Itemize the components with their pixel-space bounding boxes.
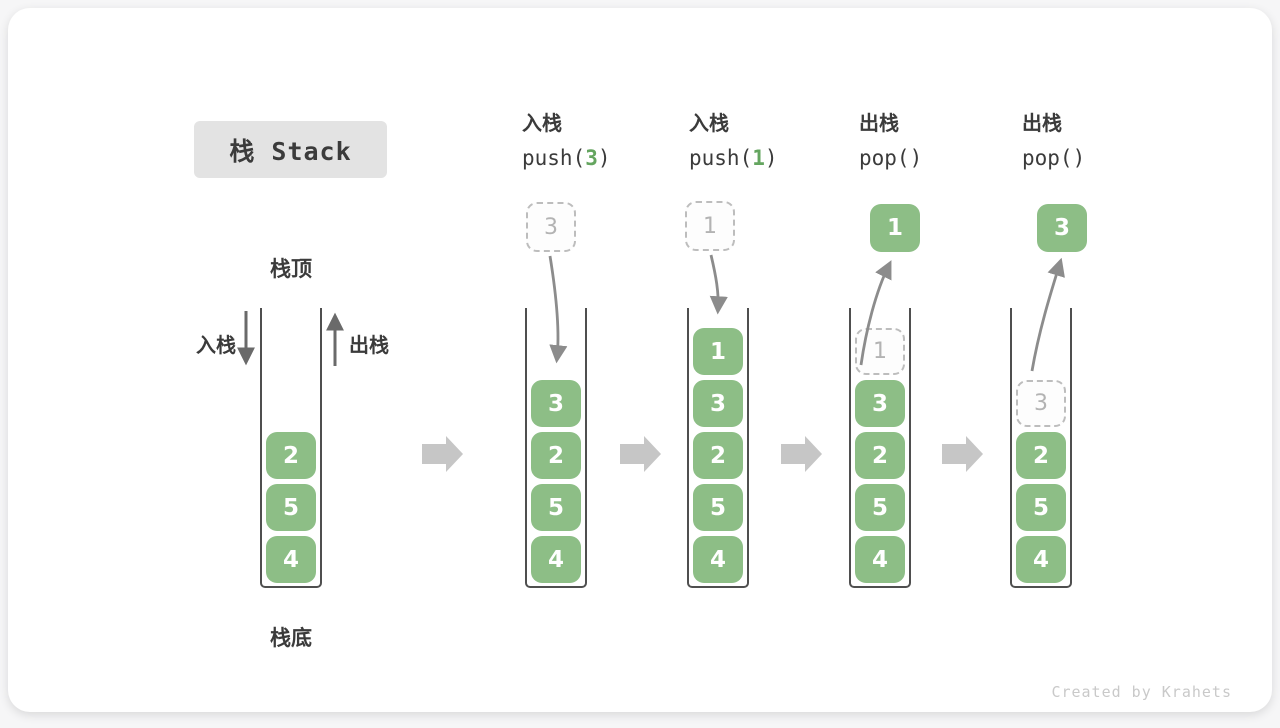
op-name: 出栈 (859, 111, 899, 135)
op-close: ) (764, 146, 778, 170)
stack-cell: 3 (531, 380, 581, 427)
stack-cell: 5 (855, 484, 905, 531)
op-code: push(1) (689, 147, 778, 170)
step-arrow-icon (781, 436, 822, 472)
stack-cell: 4 (855, 536, 905, 583)
stack-cell: 4 (266, 536, 316, 583)
pushed-value-box-1: 1 (685, 201, 735, 251)
stack-container-2: 3 2 5 4 (525, 308, 587, 588)
stack-container-3: 1 3 2 5 4 (687, 308, 749, 588)
operation-label-pop-1: 出栈 pop() (859, 112, 922, 170)
stack-container-4: 1 3 2 5 4 (849, 308, 911, 588)
arrows-overlay (237, 254, 1065, 472)
op-code: push(3) (522, 147, 611, 170)
removed-cell-ghost: 1 (855, 328, 905, 375)
stack-cell: 2 (855, 432, 905, 479)
stack-container-1: 2 5 4 (260, 308, 322, 588)
stack-cell: 4 (531, 536, 581, 583)
stack-cell: 5 (531, 484, 581, 531)
stack-cell: 2 (266, 432, 316, 479)
op-code: pop() (859, 147, 922, 170)
watermark: Created by Krahets (1051, 683, 1232, 701)
stack-cell: 5 (693, 484, 743, 531)
diagram-title: 栈 Stack (194, 121, 387, 178)
op-code: pop() (1022, 147, 1085, 170)
op-name: 出栈 (1022, 111, 1062, 135)
removed-cell-ghost: 3 (1016, 380, 1066, 427)
stack-top-label: 栈顶 (270, 257, 312, 281)
push-side-label: 入栈 (196, 333, 236, 357)
operation-label-push-3: 入栈 push(3) (522, 112, 611, 170)
op-fn: push( (522, 146, 586, 170)
stack-cell: 5 (266, 484, 316, 531)
operation-label-push-1: 入栈 push(1) (689, 112, 778, 170)
op-fn: pop( (859, 146, 910, 170)
stack-cell: 4 (693, 536, 743, 583)
step-arrow-icon (942, 436, 983, 472)
stack-cell: 2 (1016, 432, 1066, 479)
stack-cell: 5 (1016, 484, 1066, 531)
stack-cell: 3 (855, 380, 905, 427)
step-arrow-icon (620, 436, 661, 472)
pushed-value-box-3: 3 (526, 202, 576, 252)
popped-value-box-3: 3 (1037, 204, 1087, 252)
op-fn: pop( (1022, 146, 1073, 170)
stack-bottom-label: 栈底 (270, 626, 312, 650)
op-arg: 1 (752, 146, 765, 170)
op-name: 入栈 (689, 111, 729, 135)
op-close: ) (909, 146, 923, 170)
diagram-card: 栈 Stack 栈顶 栈底 入栈 出栈 入栈 push(3) 入栈 push(1… (8, 8, 1272, 712)
stack-cell: 4 (1016, 536, 1066, 583)
stack-cell: 3 (693, 380, 743, 427)
pop-side-label: 出栈 (349, 333, 389, 357)
push-curve-arrow-icon (709, 254, 728, 315)
stack-container-5: 3 2 5 4 (1010, 308, 1072, 588)
stack-cell: 2 (531, 432, 581, 479)
op-fn: push( (689, 146, 753, 170)
step-arrow-icon (422, 436, 463, 472)
stack-cell: 2 (693, 432, 743, 479)
op-name: 入栈 (522, 111, 562, 135)
popped-value-box-1: 1 (870, 204, 920, 252)
op-arg: 3 (585, 146, 598, 170)
op-close: ) (1072, 146, 1086, 170)
op-close: ) (597, 146, 611, 170)
operation-label-pop-3: 出栈 pop() (1022, 112, 1085, 170)
stack-cell: 1 (693, 328, 743, 375)
